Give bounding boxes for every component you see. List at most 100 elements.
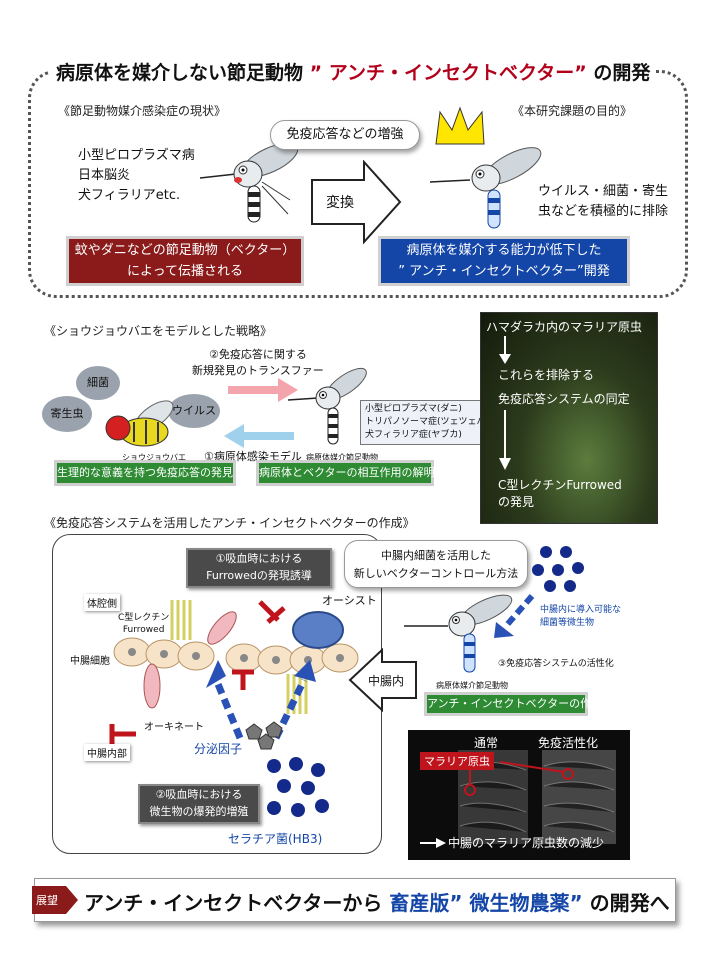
box1-line: ①吸血時における [215, 552, 303, 565]
mosquito-illustration-middle [288, 367, 367, 445]
crown-icon [435, 106, 485, 145]
transfer-line: ②免疫応答に関する [208, 348, 307, 361]
method-line: 中腸内細菌を活用した [381, 549, 491, 562]
lectin-label: C型レクチン Furrowed [118, 612, 169, 636]
fruit-fly-illustration [105, 400, 174, 447]
secreted-factor-icons [245, 721, 283, 750]
photo-result-line: C型レクチンFurrowed [498, 478, 622, 492]
box1-line: Furrowedの発現誘導 [206, 569, 312, 582]
disease-model-label: ①病原体感染モデル [204, 450, 302, 463]
red-box-line: 蚊やダニなどの節足動物（ベクター） [74, 243, 296, 258]
gut-lumen-label: 中腸内部 [84, 744, 130, 761]
photo-result-line: の発見 [498, 495, 535, 509]
legend-line: トリパノソーマ症(ツェツェバエ) [365, 417, 499, 427]
microbe-label: 中腸内に導入可能な 細菌等微生物 [540, 604, 621, 630]
research-purpose-label: 《本研究課題の目的》 [512, 104, 633, 118]
vector-small-label: 病原体媒介節足動物 [436, 681, 508, 690]
microbe-dots [532, 546, 584, 592]
midgut-cells-illustration [113, 600, 359, 714]
blue-box-line: 病原体を媒介する能力が低下した [406, 243, 602, 258]
activation-label: ③免疫応答システムの活性化 [498, 659, 614, 669]
footer-highlight: 畜産版” 微生物農薬” [389, 891, 583, 915]
title-part3: の開発 [593, 62, 651, 84]
bacteria-bubble: 細菌 [76, 366, 120, 400]
transfer-line: 新規発見のトランスファー [192, 364, 324, 377]
convert-arrow [311, 160, 402, 244]
eliminate-line: 虫などを積極的に排除 [538, 204, 669, 219]
reduction-caption: 中腸のマラリア原虫数の減少 [448, 836, 605, 850]
immune-discovery-box: 生理的な意義を持つ免疫応答の発見 [54, 460, 236, 486]
body-side-label: 体腔側 [84, 594, 120, 611]
gut-cell-label: 中腸細胞 [70, 656, 110, 667]
photo-eliminate: これらを排除する [498, 368, 595, 382]
ookinete-label: オーキネート [144, 722, 204, 733]
legend-line: 犬フィラリア症(ヤブカ) [365, 430, 462, 440]
photo-system: 免疫応答システムの同定 [498, 392, 630, 406]
microbe-line: 中腸内に導入可能な [540, 605, 622, 615]
midgut-photo-texture [458, 750, 616, 844]
outlook-text: アンチ・インセクトベクターから 畜産版” 微生物農薬” の開発へ [84, 887, 670, 916]
anti-vector-creation-box: アンチ・インセクトベクターの作出 [424, 692, 602, 716]
secretion-arrows [206, 660, 316, 740]
virus-bubble: ウイルス [168, 394, 220, 428]
oocyst-label: オーシスト [322, 594, 377, 607]
mosquito-illustration-bottom [404, 594, 513, 673]
anti-insect-vector-box: 病原体を媒介する能力が低下した ” アンチ・インセクトベクター”開発 [378, 236, 630, 286]
blue-box-line: ” アンチ・インセクトベクター”開発 [398, 264, 610, 279]
photo-activated-label: 免疫活性化 [538, 736, 599, 750]
furrowed-induction-box: ①吸血時における Furrowedの発現誘導 [186, 548, 332, 588]
midgut-in-arrow [348, 648, 417, 712]
disease-list: 小型ピロプラズマ病 日本脳炎 犬フィラリアetc. [78, 146, 195, 206]
vector-caption: 病原体媒介節足動物 [306, 453, 378, 462]
down-arrow-icon [499, 336, 511, 364]
malaria-parasite-tag: マラリア原虫 [420, 752, 494, 770]
footer-part1: アンチ・インセクトベクターから [84, 891, 383, 915]
transfer-text: ②免疫応答に関する 新規発見のトランスファー [192, 346, 324, 378]
photo-title: ハマダラカ内のマラリア原虫 [486, 320, 643, 334]
eliminate-text: ウイルス・細菌・寄生 虫などを積極的に排除 [538, 182, 668, 222]
disease-item: 犬フィラリアetc. [78, 188, 181, 203]
serratia-bacteria-dots [267, 757, 329, 817]
outlook-badge: 展望 [36, 894, 58, 907]
strategy-label: 《ショウジョウバエをモデルとした戦略》 [44, 324, 273, 338]
vector-disease-legend: 小型ピロプラズマ(ダニ) トリパノソーマ症(ツェツェバエ) 犬フィラリア症(ヤブ… [360, 400, 504, 445]
title-part1: 病原体を媒介しない節足動物 [56, 62, 304, 84]
mosquito-illustration-right [430, 147, 542, 229]
disease-item: 小型ピロプラズマ病 [78, 148, 195, 163]
current-status-label: 《節足動物媒介感染症の現状》 [58, 104, 227, 118]
microbe-proliferation-box: ②吸血時における 微生物の爆発的増殖 [138, 784, 260, 824]
down-arrow-icon [499, 410, 511, 470]
malaria-photo-panel [480, 312, 658, 524]
box2-line: ②吸血時における [155, 788, 243, 801]
serratia-label: セラチア菌(HB3) [228, 832, 323, 846]
secreted-factor-label: 分泌因子 [194, 742, 243, 756]
outlook-banner [34, 878, 676, 922]
interaction-box: 病原体とベクターの相互作用の解明 [256, 460, 435, 486]
footer-part3: の開発へ [589, 891, 670, 915]
transfer-arrow [228, 378, 298, 402]
inhibition-mark-icon [258, 600, 286, 624]
immune-enhancement-pill: 免疫応答などの増強 [270, 120, 420, 150]
lectin-line: Furrowed [122, 625, 165, 635]
page-title: 病原体を媒介しない節足動物 ” アンチ・インセクトベクター” の開発 [50, 58, 657, 85]
convert-label: 変換 [326, 195, 354, 211]
title-highlight: ” アンチ・インセクトベクター” [309, 62, 587, 84]
method-line: 新しいベクターコントロール方法 [353, 567, 519, 580]
midgut-in-label: 中腸内 [368, 674, 405, 688]
microbe-injection-arrow [494, 594, 535, 638]
oocyst-illustration [292, 611, 344, 649]
right-arrow-icon [420, 838, 446, 848]
outlook-badge-shape [32, 886, 78, 914]
red-box-line: によって伝播される [127, 264, 243, 279]
photo-result: C型レクチンFurrowed の発見 [498, 476, 622, 510]
model-arrow [224, 424, 294, 448]
eliminate-line: ウイルス・細菌・寄生 [538, 184, 669, 199]
creation-section-label: 《免疫応答システムを活用したアンチ・インセクトベクターの作成》 [44, 516, 415, 530]
vector-control-pill: 中腸内細菌を活用した 新しいベクターコントロール方法 [344, 540, 528, 588]
parasite-pointer-lines [464, 761, 574, 796]
lectin-line: C型レクチン [118, 613, 170, 623]
inhibition-mark-icon [232, 669, 254, 690]
vector-transmission-box: 蚊やダニなどの節足動物（ベクター） によって伝播される [66, 236, 304, 286]
mosquito-illustration-left [200, 142, 299, 223]
disease-item: 日本脳炎 [78, 168, 131, 183]
